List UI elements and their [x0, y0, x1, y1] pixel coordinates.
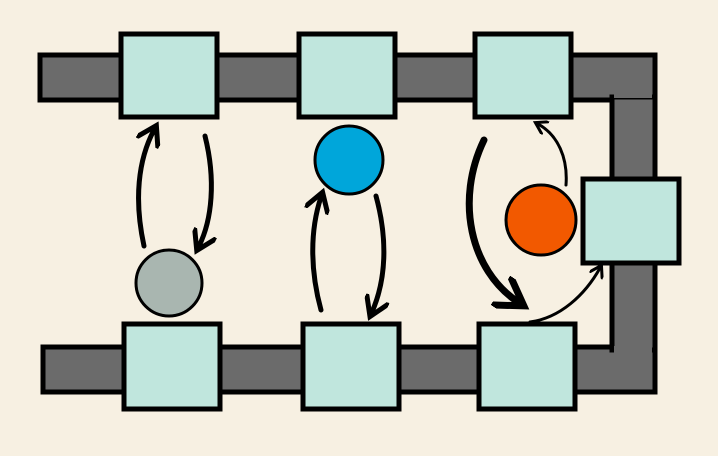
station-right — [580, 176, 682, 266]
arrow-thin-up-right — [538, 124, 568, 187]
arrow-down-left — [199, 133, 211, 246]
station-bottom-left — [121, 321, 223, 412]
arrow-up-left — [139, 130, 154, 249]
station-bottom-right — [476, 321, 578, 412]
station-top-middle — [296, 31, 398, 120]
track-corner — [614, 346, 652, 389]
circle-blue — [313, 124, 385, 196]
circle-gray — [134, 248, 204, 318]
station-top-left — [118, 31, 220, 120]
arrow-thick-down-right — [465, 136, 518, 302]
station-top-right — [472, 31, 574, 120]
circle-orange — [504, 183, 578, 257]
arrow-thin-to-station-right — [528, 268, 600, 324]
arrow-down-middle — [372, 193, 384, 312]
arrow-up-middle — [313, 197, 321, 313]
station-bottom-middle — [300, 321, 402, 412]
track-corner — [614, 58, 652, 98]
